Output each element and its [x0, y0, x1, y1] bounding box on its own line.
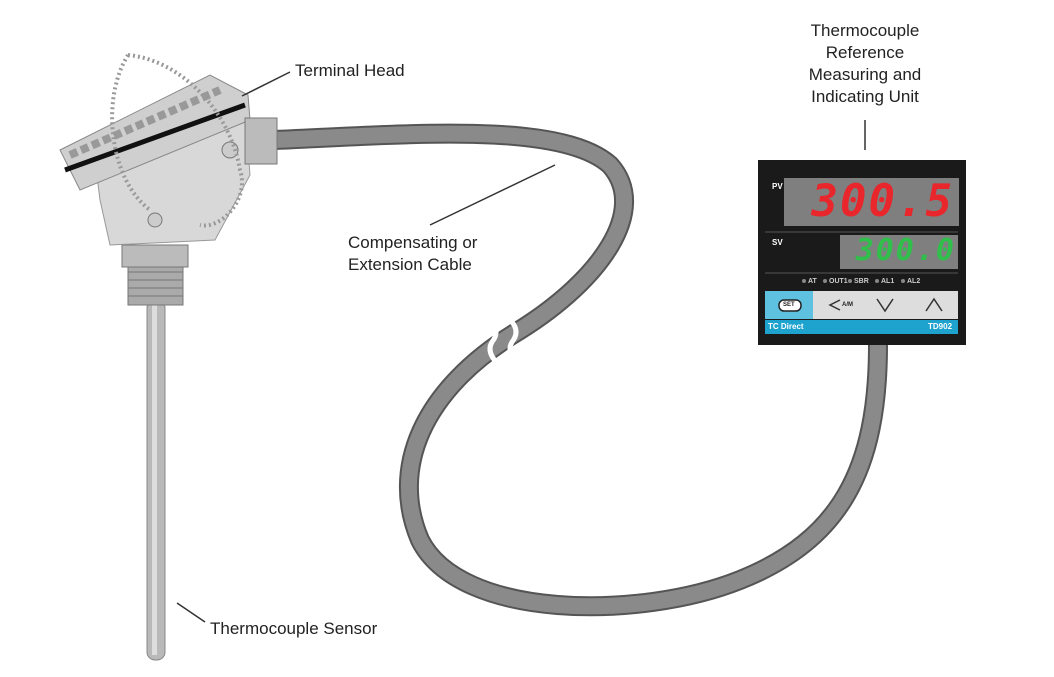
indicator-at: AT [808, 278, 817, 285]
am-button[interactable]: A/M [842, 302, 853, 308]
sv-label: SV [772, 238, 783, 247]
pv-label: PV [772, 182, 783, 191]
label-unit: Thermocouple Reference Measuring and Ind… [780, 20, 950, 108]
label-unit-3: Measuring and [808, 65, 922, 84]
brand-label: TC Direct [768, 322, 804, 331]
chain [110, 53, 244, 228]
up-button[interactable] [910, 291, 958, 319]
indicator-sbr: SBR [854, 278, 869, 285]
label-sensor: Thermocouple Sensor [210, 619, 378, 638]
label-unit-1: Thermocouple [810, 21, 920, 40]
sv-display: 300.0 [855, 233, 956, 268]
model-label: TD902 [928, 322, 953, 331]
pv-display: 300.5 [811, 176, 954, 227]
thread-fitting [127, 264, 184, 306]
indicator-al2: AL2 [907, 278, 921, 285]
down-button[interactable] [862, 291, 910, 319]
cable-break-mark [487, 320, 520, 366]
set-button[interactable]: SET [783, 302, 795, 308]
label-cable-1: Compensating or [348, 233, 478, 252]
label-terminal-head: Terminal Head [295, 61, 405, 80]
label-unit-2: Reference [825, 43, 905, 62]
label-unit-4: Indicating Unit [811, 87, 919, 106]
label-cable-2: Extension Cable [348, 255, 472, 274]
indicator-al1: AL1 [881, 278, 895, 285]
indicator-out1: OUT1 [829, 278, 848, 285]
